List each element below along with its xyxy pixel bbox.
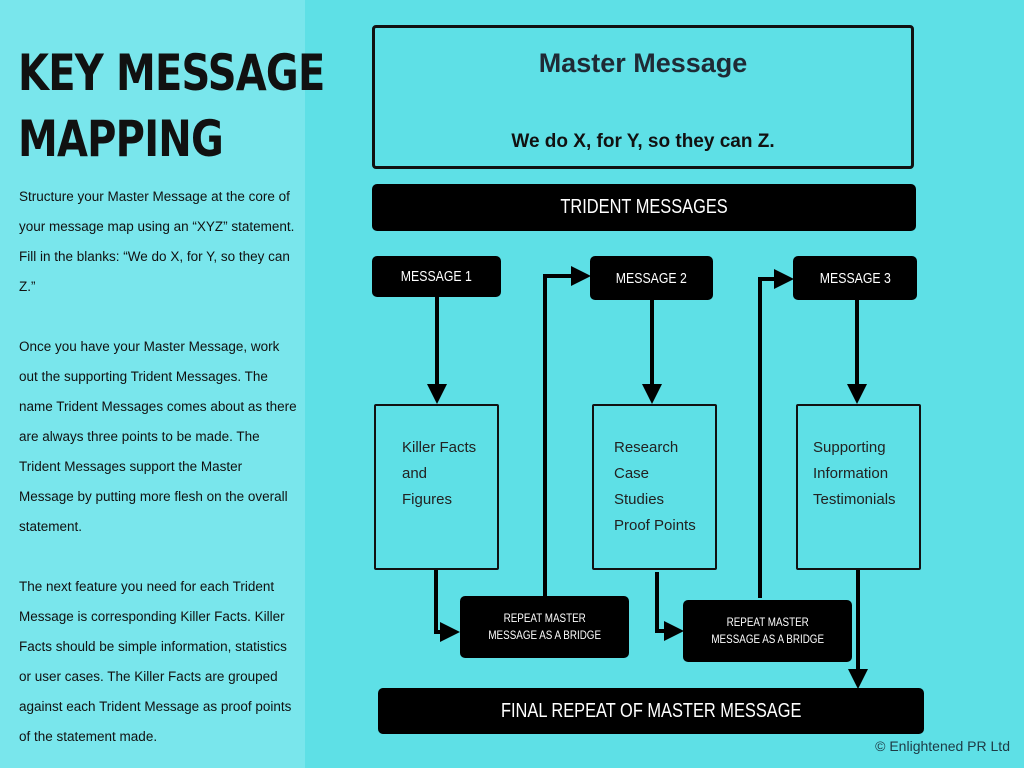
final-repeat-label: FINAL REPEAT OF MASTER MESSAGE xyxy=(500,699,802,722)
message-3-box: MESSAGE 3 xyxy=(793,256,917,300)
bridge-box-1: REPEAT MASTER MESSAGE AS A BRIDGE xyxy=(460,596,629,658)
bridge-2-text: REPEAT MASTER MESSAGE AS A BRIDGE xyxy=(711,614,824,648)
copyright-notice: © Enlightened PR Ltd xyxy=(875,738,1010,754)
facts-3-line: Testimonials xyxy=(813,491,896,508)
message-2-box: MESSAGE 2 xyxy=(590,256,713,300)
message-3-label: MESSAGE 3 xyxy=(819,269,891,287)
trident-messages-label: TRIDENT MESSAGES xyxy=(560,196,728,218)
facts-2-text: Research Case Studies Proof Points xyxy=(614,435,696,539)
intro-paragraph: Structure your Master Message at the cor… xyxy=(19,189,295,294)
facts-1-line: Killer Facts xyxy=(402,439,477,456)
facts-1-text: Killer Facts and Figures xyxy=(402,435,476,513)
final-repeat-bar: FINAL REPEAT OF MASTER MESSAGE xyxy=(378,688,924,734)
message-1-box: MESSAGE 1 xyxy=(372,256,501,297)
arrow-bridge2-to-msg3 xyxy=(758,269,794,598)
master-message-box: Master Message We do X, for Y, so they c… xyxy=(372,25,914,169)
facts-box-3: Supporting Information Testimonials xyxy=(796,404,921,570)
facts-3-text: Supporting Information Testimonials xyxy=(813,435,896,513)
trident-paragraph: Once you have your Master Message, work … xyxy=(19,339,297,534)
facts-2-line: Research xyxy=(614,439,679,456)
message-1-label: MESSAGE 1 xyxy=(400,268,473,285)
facts-1-line: Figures xyxy=(402,491,453,508)
bridge-1-line: REPEAT MASTER xyxy=(503,611,586,625)
facts-2-line: Studies xyxy=(614,491,665,508)
title-line-2: MAPPING xyxy=(18,110,224,168)
facts-box-1: Killer Facts and Figures xyxy=(374,404,499,570)
arrow-facts1-to-bridge1 xyxy=(434,570,460,642)
bridge-2-line: REPEAT MASTER xyxy=(726,615,809,629)
arrow-bridge1-to-msg2 xyxy=(543,266,591,596)
facts-3-line: Supporting xyxy=(813,439,886,456)
bridge-box-2: REPEAT MASTER MESSAGE AS A BRIDGE xyxy=(683,600,852,662)
facts-3-line: Information xyxy=(813,465,889,482)
killer-facts-paragraph: The next feature you need for each Tride… xyxy=(19,579,292,744)
bridge-2-line: MESSAGE AS A BRIDGE xyxy=(711,632,824,646)
master-message-statement: We do X, for Y, so they can Z. xyxy=(511,131,775,152)
sidebar-panel: KEY MESSAGE MAPPING Structure your Maste… xyxy=(0,0,325,768)
bridge-1-text: REPEAT MASTER MESSAGE AS A BRIDGE xyxy=(488,610,601,644)
bridge-1-line: MESSAGE AS A BRIDGE xyxy=(488,628,601,642)
facts-2-line: Case xyxy=(614,465,650,482)
arrow-facts2-to-bridge2 xyxy=(655,572,684,641)
trident-messages-header: TRIDENT MESSAGES xyxy=(372,184,916,231)
facts-1-line: and xyxy=(402,465,428,482)
facts-box-2: Research Case Studies Proof Points xyxy=(592,404,717,570)
message-2-label: MESSAGE 2 xyxy=(615,269,688,287)
facts-2-line: Proof Points xyxy=(614,517,696,534)
master-message-title: Master Message xyxy=(538,48,748,78)
